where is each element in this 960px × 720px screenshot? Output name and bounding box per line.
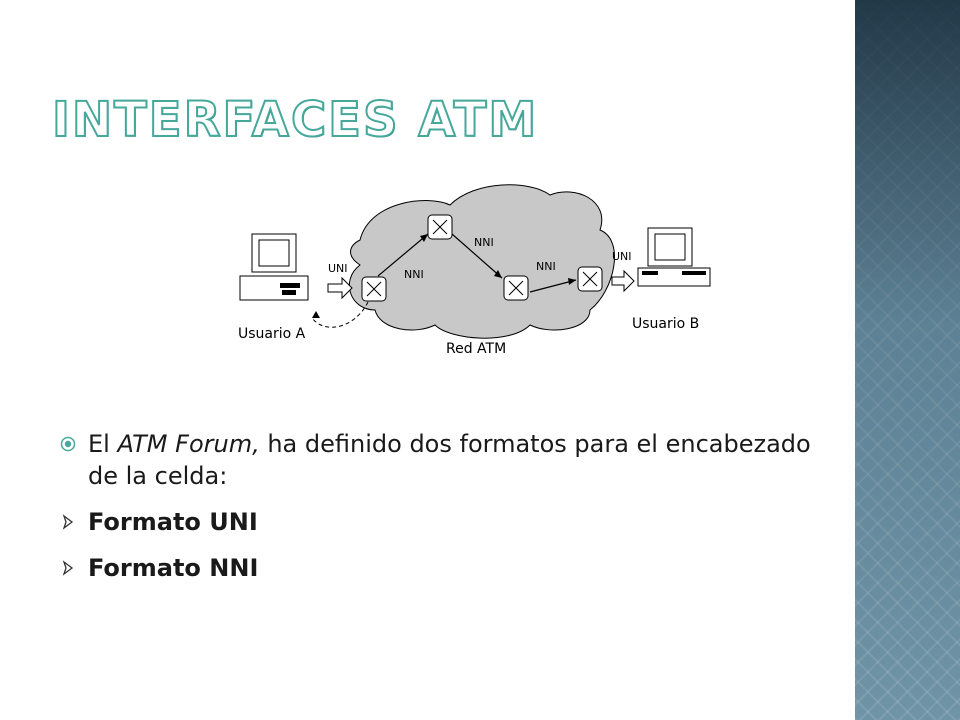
arrowhead-1 (420, 234, 428, 242)
dashed-return-link (311, 301, 369, 328)
bullet-main-suffix: ha definido dos formatos para el encabez… (88, 430, 811, 490)
bullet-formato-nni: Formato NNI (60, 552, 840, 584)
label-nni-2: NNI (474, 236, 494, 249)
uni-arrow-right (611, 269, 635, 293)
label-red-atm: Red ATM (446, 341, 506, 357)
atm-cloud (348, 184, 615, 339)
atm-switch-icon-2 (427, 214, 453, 240)
arrowhead-3 (568, 278, 576, 285)
atm-switch-icon-3 (503, 275, 529, 301)
label-nni-3: NNI (536, 260, 556, 273)
nni-link-2 (451, 233, 503, 279)
arrowhead-dashed (312, 311, 320, 318)
arrowhead-2 (494, 270, 502, 278)
bullet-formato-nni-label: Formato NNI (88, 554, 259, 582)
arrow-bullet-icon (62, 560, 74, 576)
bullet-main-prefix: El (88, 430, 118, 458)
atm-switch-icon-1 (361, 276, 387, 302)
computer-icon-user-a (239, 233, 309, 301)
nni-link-3 (529, 279, 577, 293)
uni-arrow-left (327, 276, 353, 300)
bullet-formato-uni: Formato UNI (60, 506, 840, 538)
label-usuario-b: Usuario B (632, 316, 699, 332)
label-nni-1: NNI (404, 268, 424, 281)
atm-network-diagram: Usuario A Usuario B UNI UNI (238, 184, 711, 357)
atm-switch-icon-4 (577, 266, 603, 292)
target-bullet-icon (60, 436, 76, 452)
slide-title: Interfaces ATM (51, 91, 539, 149)
label-usuario-a: Usuario A (238, 326, 306, 342)
computer-icon-user-b (637, 227, 711, 287)
label-uni-right: UNI (612, 250, 632, 263)
bullet-list: El ATM Forum, ha definido dos formatos p… (60, 428, 840, 598)
bullet-formato-uni-label: Formato UNI (88, 508, 258, 536)
bullet-main: El ATM Forum, ha definido dos formatos p… (60, 428, 840, 492)
label-uni-left: UNI (328, 262, 348, 275)
arrow-bullet-icon (62, 514, 74, 530)
nni-link-1 (377, 233, 429, 277)
decorative-side-band (855, 0, 960, 720)
bullet-main-emphasis: ATM Forum, (117, 430, 260, 458)
